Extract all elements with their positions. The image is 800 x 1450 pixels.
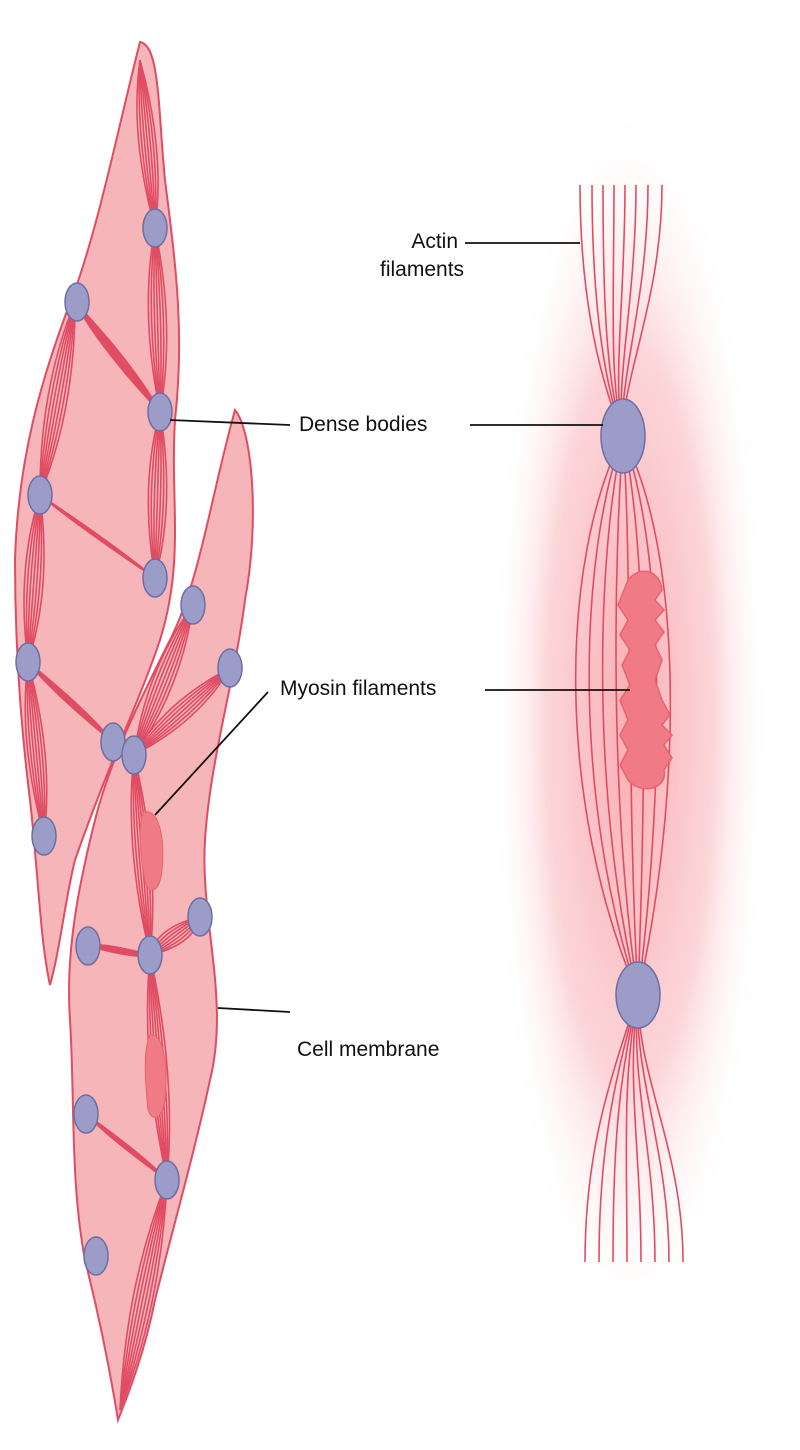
actin-filament [154,227,161,413]
dense-body-right-lower [615,961,661,1029]
left-dense-bodies [15,208,243,1276]
actin-filament [27,661,45,837]
actin-filament [154,227,165,413]
actin-filament [153,227,161,413]
actin-filament [150,227,161,413]
dense-body [27,475,53,515]
actin-filament [39,301,76,496]
actin-filament [39,301,76,496]
actin-filament [147,227,161,413]
smooth-muscle-cell-upper [13,40,181,986]
actin-filament [149,954,171,1181]
actin-filament [119,1179,168,1411]
actin-filament [39,301,76,496]
actin-filament [574,435,639,996]
actin-filament [138,59,156,229]
actin-filament [622,435,672,996]
actin-filament [615,435,639,996]
actin-filament [27,661,45,837]
actin-label-line2: filaments [380,258,465,281]
actin-filaments-label: Actin filaments [380,228,465,284]
cell-membrane-leader [217,1007,291,1013]
myosin-filament-left-2 [144,1034,167,1118]
actin-filament [601,435,639,996]
dense-body [180,585,206,625]
myosin-filaments-label: Myosin filaments [280,677,437,700]
actin-filament [130,754,151,956]
dense-body [73,1094,99,1134]
myosin-filament-right [617,570,674,790]
dense-body [217,648,243,688]
actin-filament [133,604,194,756]
dense-bodies-leader-left [169,419,291,426]
actin-filament [39,301,76,496]
actin-filament [133,604,194,756]
dense-body [187,897,213,937]
actin-filament [584,994,639,1263]
dense-body [137,935,163,975]
actin-filament [598,994,639,1263]
actin-filament [119,1179,168,1411]
dense-body-right-upper [600,398,646,474]
actin-filament [39,301,76,496]
myosin-leader-left [154,691,269,816]
actin-filament [119,1179,168,1411]
actin-filament [39,301,76,496]
actin-filament [133,604,194,756]
dense-body [147,392,173,432]
dense-body [142,208,168,248]
dense-body [121,735,147,775]
actin-filament [133,754,151,956]
dense-body [154,1160,180,1200]
cell-membrane-label: Cell membrane [297,1038,440,1061]
dense-body [83,1236,109,1276]
myosin-filament-left-1 [139,811,164,891]
actin-filament [39,301,76,496]
dense-body [31,816,57,856]
actin-filament [154,227,162,413]
actin-filament [139,59,156,229]
actin-filament [154,227,168,413]
actin-filament [132,754,151,956]
actin-filament [588,435,639,996]
dense-body [15,642,41,682]
actin-filament [119,1179,168,1411]
dense-body [64,282,90,322]
actin-filament [136,59,156,229]
dense-bodies-label: Dense bodies [299,413,428,436]
actin-filament [27,661,45,837]
dense-body [75,926,101,966]
actin-filament [119,1179,168,1411]
actin-filament [119,1179,168,1411]
actin-label-line1: Actin [411,230,458,253]
actin-filament [119,1179,168,1411]
dense-body [142,558,168,598]
